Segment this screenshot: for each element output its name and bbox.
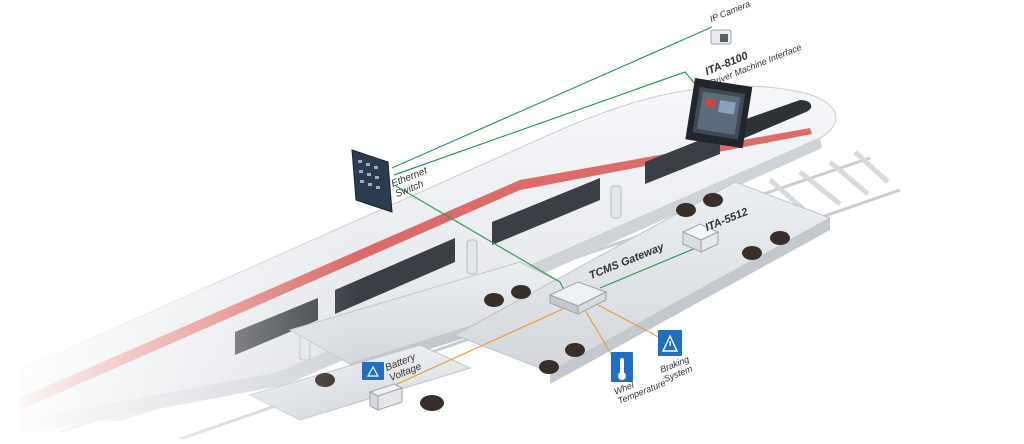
train-network-diagram: IP Camera ITA-8100 Driver Machine Interf… bbox=[0, 0, 1024, 441]
diagram-canvas bbox=[0, 0, 1024, 441]
